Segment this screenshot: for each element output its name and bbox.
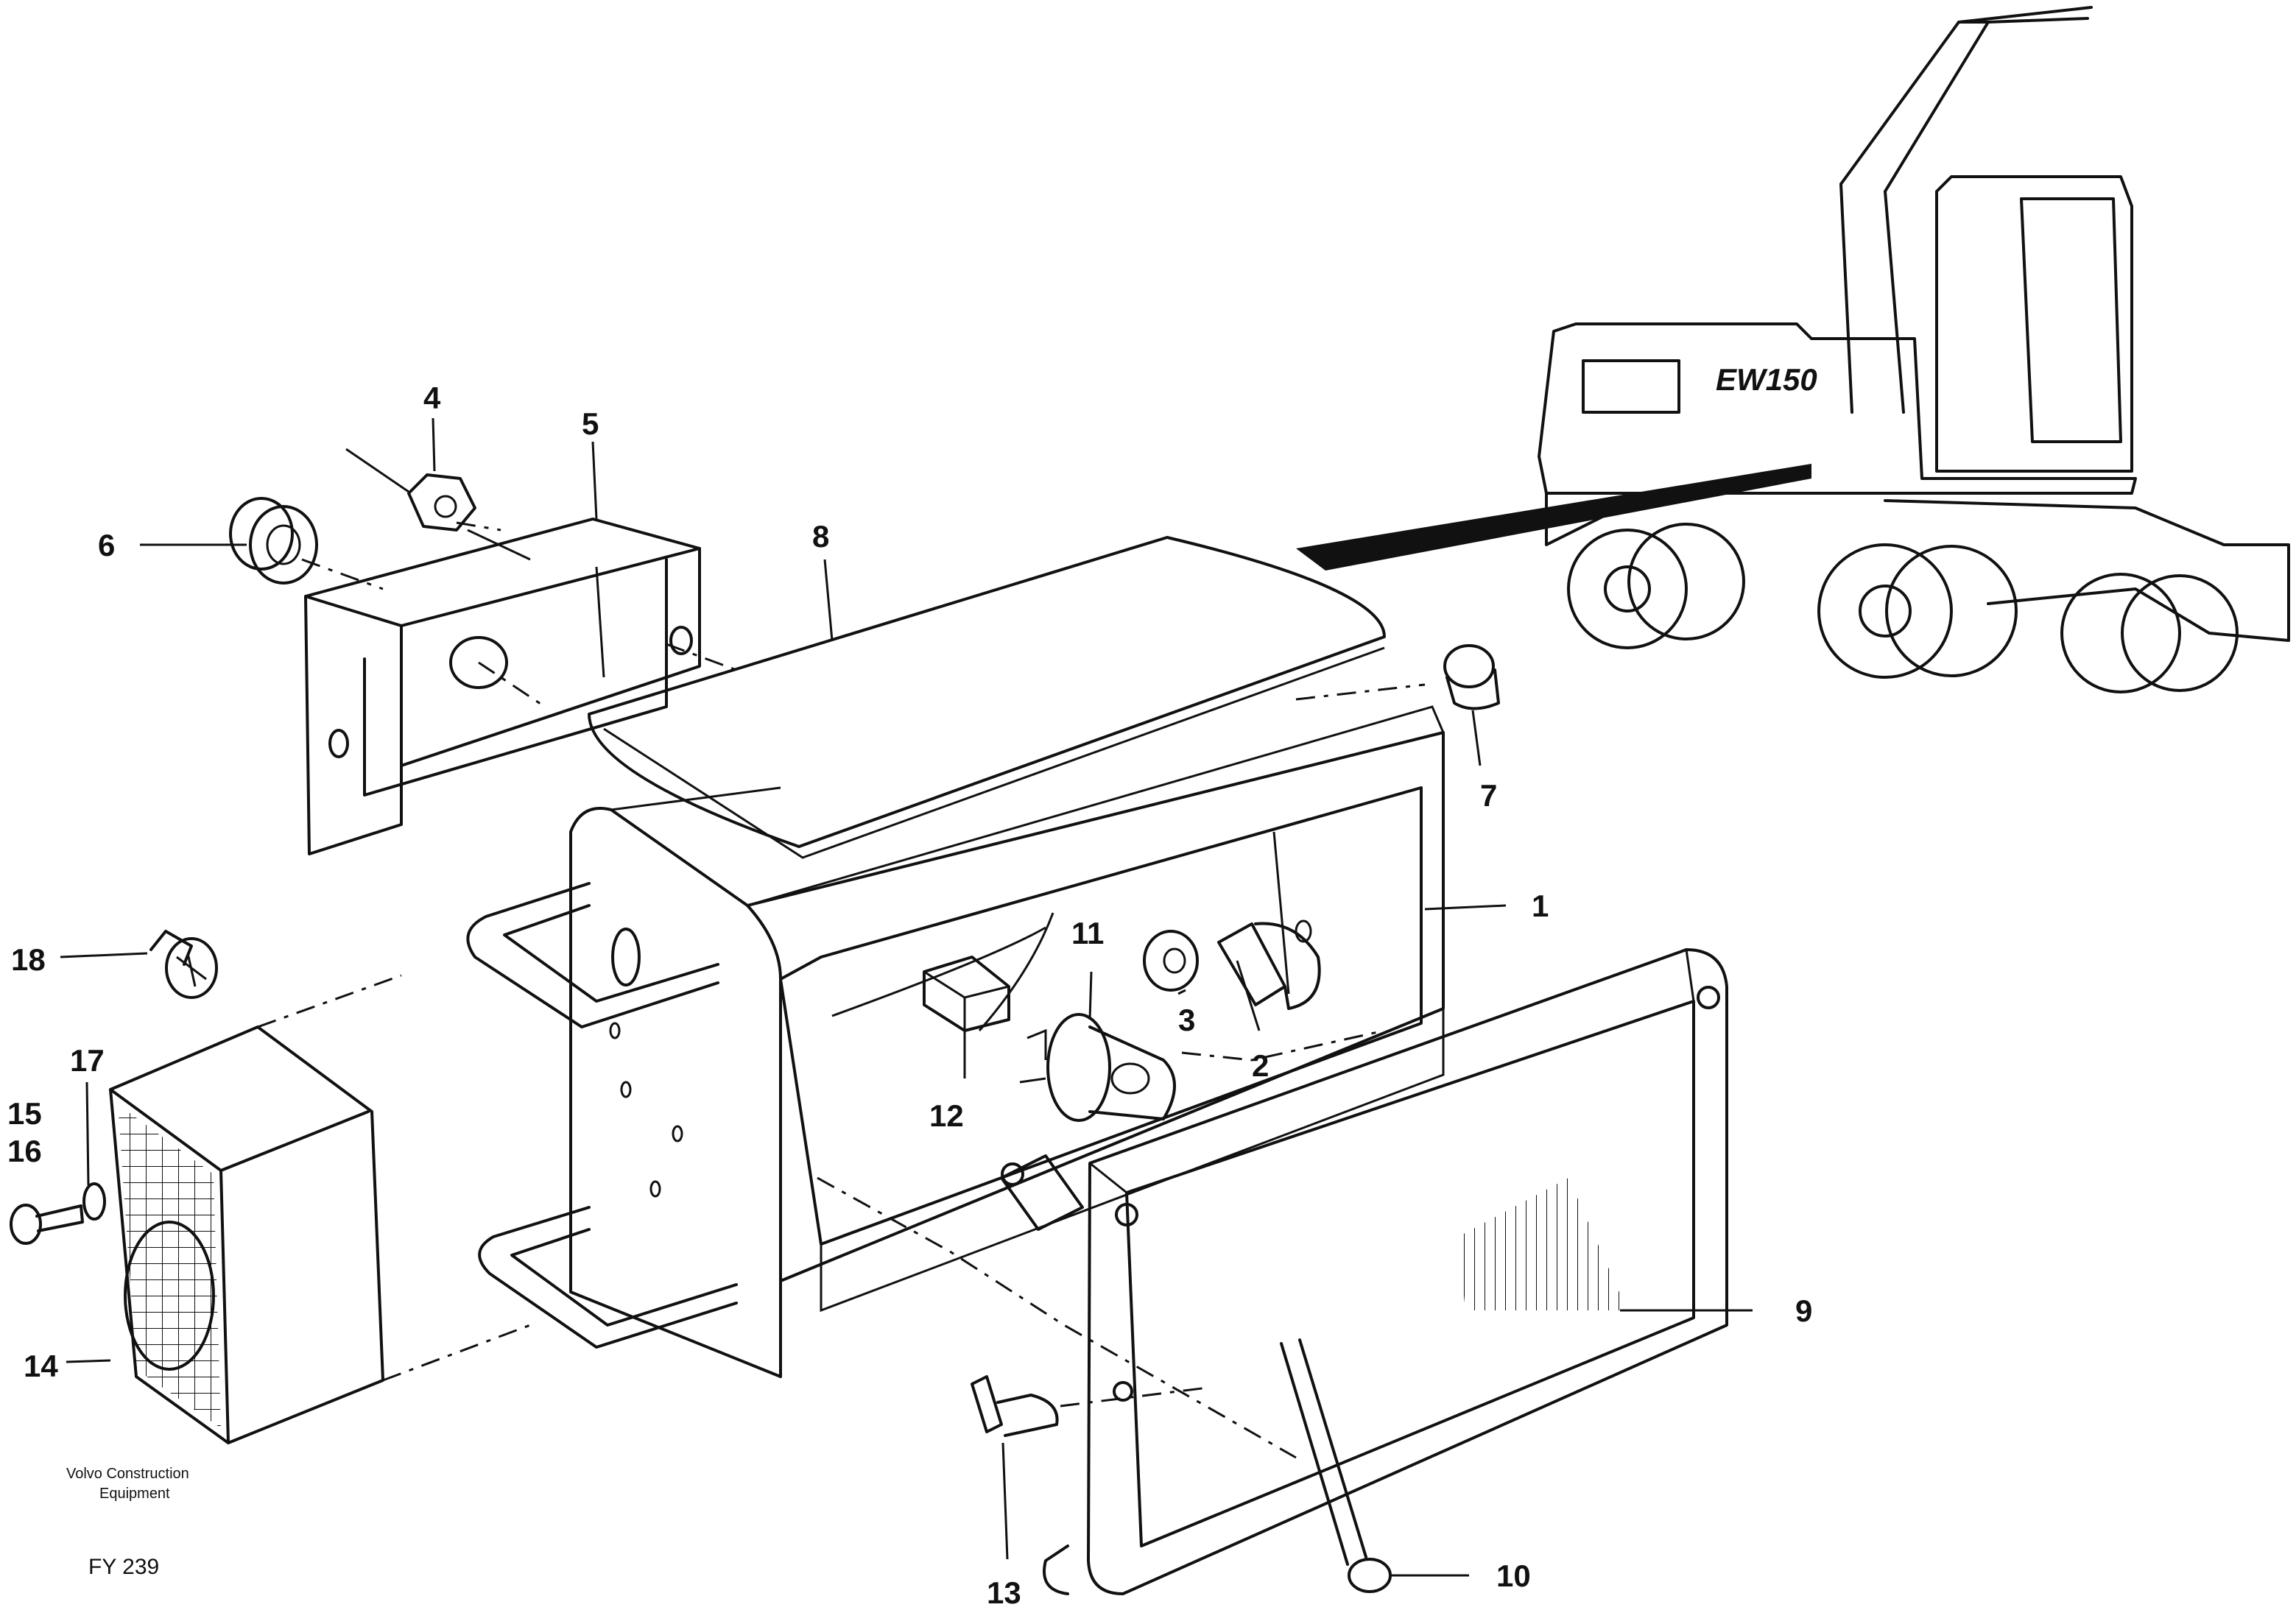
callout-7: 7	[1480, 778, 1497, 813]
part-1-lamp-housing	[466, 705, 1445, 1378]
part-13-marker-bulb	[971, 1375, 1059, 1437]
excavator-wheel-front	[1567, 529, 1688, 649]
part-4-nut	[407, 473, 476, 532]
part-3-washer	[1143, 930, 1199, 992]
part-10-screw	[1280, 1338, 1392, 1593]
figure-number: FY 239	[88, 1555, 159, 1579]
callout-8: 8	[812, 519, 829, 554]
callout-4: 4	[423, 381, 441, 415]
excavator-wheel-rear-hub	[1859, 585, 1912, 638]
excavator-wheel-far	[2060, 573, 2181, 693]
part-6-grommet	[229, 497, 318, 585]
callout-numbers: 1 2 3 4 5 6 7 8 9 10 11 12 13 14 15 16 1…	[7, 381, 1812, 1610]
excavator-model-badge: EW150	[1716, 362, 1817, 397]
excavator-boom	[1839, 6, 2093, 414]
excavator-body	[1538, 322, 2137, 495]
callout-12: 12	[929, 1098, 964, 1133]
lamp-location-pointer	[1296, 464, 1811, 571]
callout-17: 17	[70, 1043, 105, 1078]
caption-manufacturer-line2: Equipment	[99, 1486, 170, 1502]
excavator-illustration: EW150	[1296, 6, 2290, 693]
excavator-wheel-far-inner	[2121, 574, 2239, 692]
callout-3: 3	[1178, 1003, 1195, 1037]
part-7-plug	[1443, 644, 1500, 710]
part-8-gasket	[588, 536, 1386, 859]
excavator-wheel-rear-inner	[1885, 545, 2018, 677]
callout-11: 11	[1071, 916, 1104, 950]
part-17-washer	[82, 1182, 106, 1221]
caption-manufacturer-line1: Volvo Construction	[66, 1466, 189, 1482]
callout-10: 10	[1496, 1558, 1531, 1593]
part-15-16-screw	[10, 1204, 84, 1245]
excavator-wheel-rear	[1817, 543, 1953, 679]
callout-6: 6	[98, 528, 115, 562]
callout-1: 1	[1532, 889, 1549, 923]
assembly-axes	[301, 521, 1426, 1459]
excavator-wheel-front-inner	[1627, 523, 1745, 640]
part-wedge-bulb	[1000, 1154, 1084, 1231]
callout-2: 2	[1252, 1048, 1269, 1083]
part-5-mounting-bracket	[304, 518, 701, 855]
callout-15: 15	[7, 1096, 42, 1131]
part-9-lens-frame	[1043, 948, 1728, 1595]
callout-18: 18	[11, 942, 46, 977]
callout-leaders	[60, 417, 1753, 1577]
callout-13: 13	[987, 1575, 1021, 1610]
part-18-bulb	[149, 930, 218, 999]
part-11-halogen-bulb	[1019, 1013, 1176, 1122]
excavator-cab	[1935, 175, 2133, 473]
callout-14: 14	[24, 1349, 58, 1383]
part-2-bolt	[1217, 922, 1321, 1010]
callout-9: 9	[1795, 1293, 1812, 1328]
callout-5: 5	[582, 406, 599, 441]
excavator-wheel-front-hub	[1604, 565, 1651, 612]
figure-caption: Volvo Construction Equipment FY 239	[66, 1466, 189, 1579]
callout-16: 16	[7, 1134, 42, 1168]
part-12-connector	[923, 956, 1010, 1032]
part-14-work-lamp	[109, 974, 531, 1444]
